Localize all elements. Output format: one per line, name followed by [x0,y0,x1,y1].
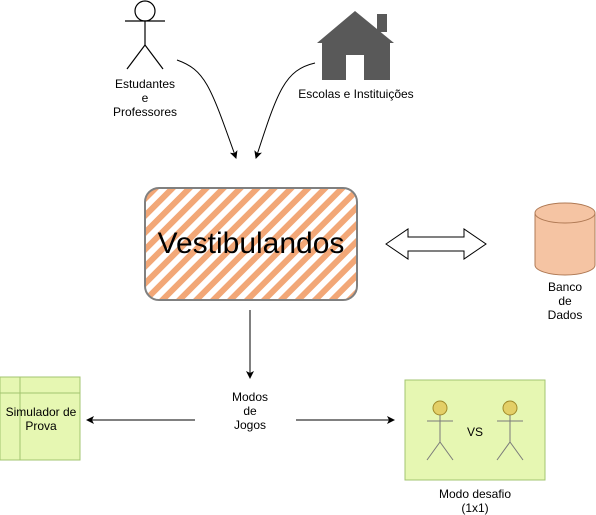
database-label: Banco de Dados [547,280,583,322]
simulator-box [0,376,81,461]
house-icon [317,11,394,80]
users-label: Estudantes e Professores [112,77,178,119]
schools-label: Escolas e Instituições [298,87,414,101]
double-arrow [385,228,487,260]
schools-to-main-arrow [254,62,316,159]
main-title: Vestibulandos [157,226,345,260]
modes-label: Modos de Jogos [231,390,269,432]
simulator-label: Simulador de Prova [5,405,77,433]
player-two-icon [496,400,524,461]
users-to-main-arrow [176,59,238,159]
vs-label: VS [466,425,483,439]
main-box [144,187,358,301]
database-cylinder-icon [534,202,596,276]
player-one-icon [426,400,454,461]
challenge-caption: Modo desafio (1x1) [438,487,512,515]
challenge-box [404,379,546,481]
users-actor-icon [125,0,165,70]
